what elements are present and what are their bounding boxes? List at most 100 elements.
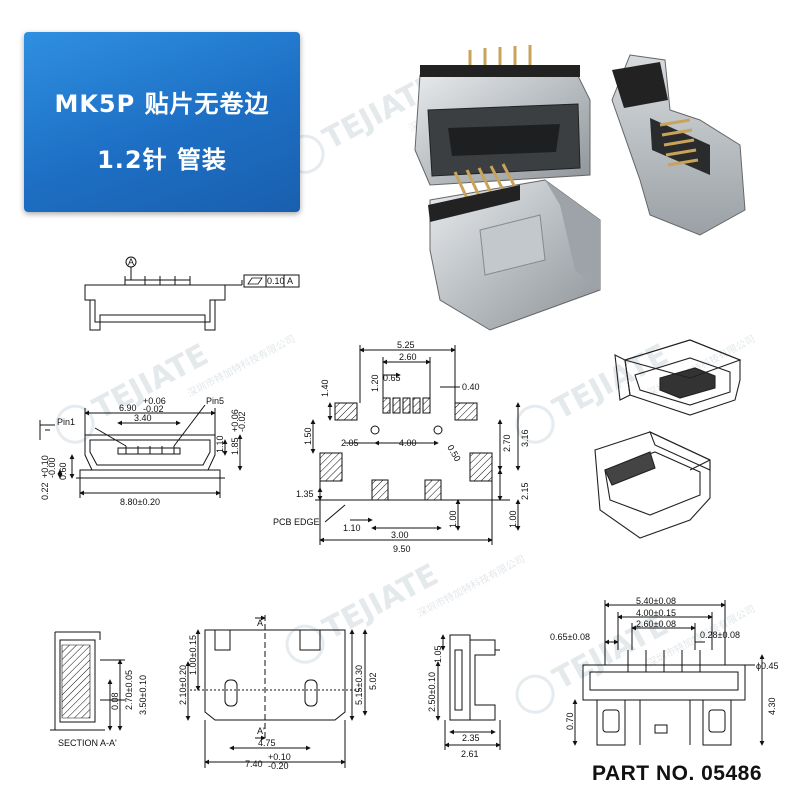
banner-title: MK5P 贴片无卷边 — [54, 90, 270, 118]
bot-dim-740-tol-lower: -0.20 — [268, 761, 289, 771]
side-view: 2.35 2.61 — [435, 634, 501, 759]
dim-880: 8.80±0.20 — [120, 497, 160, 507]
rear-dim-028: 0.28±0.08 — [700, 630, 740, 640]
side-view-vertical-labels: 1.05 2.50±0.10 — [427, 645, 443, 712]
dim-690-tol-lower: -0.02 — [143, 404, 164, 414]
pin5-label: Pin5 — [206, 396, 224, 406]
pad-signal-3 — [402, 397, 411, 414]
pcb-dim-300: 3.00 — [391, 530, 409, 540]
pcb-dim-205: 2.05 — [341, 438, 359, 448]
bottom-view-vertical-labels: 2.10±0.20 1.00±0.15 5.15±0.30 5.02 — [178, 635, 378, 705]
sec-dim-350: 3.50±0.10 — [138, 675, 148, 715]
pcb-dim-400: 4.00 — [399, 438, 417, 448]
dim-340: 3.40 — [134, 413, 152, 423]
rear-view: 5.40±0.08 4.00±0.15 2.60±0.08 0.65±0.08 … — [550, 596, 779, 746]
rear-dim-065: 0.65±0.08 — [550, 632, 590, 642]
pcb-dim-110: 1.10 — [343, 523, 361, 533]
pcb-dim-525: 5.25 — [397, 340, 415, 350]
pcb-dim-150: 1.50 — [303, 427, 313, 445]
flatness-datum: A — [287, 276, 293, 286]
pcb-dim-040: 0.40 — [462, 382, 480, 392]
dim-022-tol-upper: +0.10 — [40, 455, 50, 478]
bot-dim-502: 5.02 — [368, 672, 378, 690]
pad-signal-1 — [382, 397, 391, 414]
bot-dim-475: 4.75 — [258, 738, 276, 748]
connector-photo-front — [414, 45, 591, 186]
section-vertical-labels: 2.70±0.05 0.08 3.50±0.10 — [110, 670, 148, 715]
rear-dim-400: 4.00±0.15 — [636, 608, 676, 618]
locating-hole-right — [433, 425, 443, 435]
pad-left-top — [334, 402, 358, 421]
pcb-dim-270: 2.70 — [502, 434, 512, 452]
pcb-edge-label: PCB EDGE — [273, 517, 320, 527]
pcb-dim-100a: 1.00 — [448, 510, 458, 528]
flatness-value: 0.10 — [267, 276, 285, 286]
rear-dim-540: 5.40±0.08 — [636, 596, 676, 606]
dim-185: 1.85 — [230, 437, 240, 455]
side-dim-105: 1.05 — [433, 645, 443, 663]
pad-right-mid — [469, 452, 493, 482]
side-dim-250: 2.50±0.10 — [427, 672, 437, 712]
side-dim-235: 2.35 — [462, 733, 480, 743]
part-number: PART NO. 05486 — [592, 762, 763, 785]
pad-right-top — [454, 402, 478, 421]
section-title: SECTION A-A' — [58, 738, 117, 748]
connector-photo-side — [611, 54, 746, 236]
sec-dim-100-015: 1.00±0.15 — [188, 635, 198, 675]
pcb-layout-vertical-labels: 1.40 1.20 1.50 0.50 2.70 3.16 2.15 1.00 … — [303, 374, 530, 528]
cut-mark-a: A — [257, 618, 263, 628]
pcb-dim-950: 9.50 — [393, 544, 411, 554]
pcb-dim-050: 0.50 — [445, 443, 462, 463]
pad-left-bottom — [371, 479, 389, 501]
pcb-dim-316: 3.16 — [520, 429, 530, 447]
section-view: SECTION A-A' — [50, 631, 125, 748]
dim-060: 0.60 — [58, 462, 68, 480]
side-dim-261: 2.61 — [461, 749, 479, 759]
pad-signal-4 — [412, 397, 421, 414]
banner-subtitle: 1.2针 管装 — [97, 146, 227, 174]
bot-dim-740-tol-upper: +0.10 — [268, 752, 291, 762]
pad-signal-5 — [422, 397, 431, 414]
rear-dim-260: 2.60±0.08 — [636, 619, 676, 629]
pcb-layout: 5.25 2.60 0.65 0.40 2.05 4.00 1.35 PCB E… — [273, 340, 521, 554]
dim-185-tol-lower: -0.02 — [237, 411, 247, 432]
sec-dim-270: 2.70±0.05 — [124, 670, 134, 710]
bot-dim-515: 5.15±0.30 — [354, 665, 364, 705]
pin1-label: Pin1 — [57, 417, 75, 427]
pcb-dim-140: 1.40 — [320, 379, 330, 397]
front-view: Pin1 Pin5 6.90 +0.06 -0.02 3.40 8.80±0.2… — [39, 396, 243, 507]
rear-dim-070: 0.70 — [565, 712, 575, 730]
iso-drawing-bottom — [594, 430, 711, 539]
pad-right-bottom — [424, 479, 442, 501]
dim-185-tol-upper: +0.06 — [230, 409, 240, 432]
dim-022: 0.22 — [40, 482, 50, 500]
title-banner: MK5P 贴片无卷边 1.2针 管装 — [24, 32, 300, 212]
rear-dim-430: 4.30 — [767, 697, 777, 715]
locating-hole-left — [370, 425, 380, 435]
dim-110: 1.10 — [215, 435, 225, 453]
pad-left-mid — [319, 452, 343, 482]
iso-drawing-top — [614, 339, 742, 416]
dim-690: 6.90 — [119, 403, 137, 413]
pcb-dim-135: 1.35 — [296, 489, 314, 499]
bottom-view: A A' 4.75 7.40 +0.10 -0.20 — [185, 615, 368, 771]
connector-photo-angled — [428, 163, 601, 331]
pcb-dim-215: 2.15 — [520, 482, 530, 500]
pcb-dim-065: 0.65 — [383, 373, 401, 383]
front-view-vertical-labels: 1.10 1.85 +0.06 -0.02 0.22 +0.10 -0.00 0… — [40, 409, 247, 500]
pcb-dim-120: 1.20 — [370, 374, 380, 392]
sec-dim-210: 2.10±0.20 — [178, 665, 188, 705]
pcb-dim-260: 2.60 — [399, 352, 417, 362]
sec-dim-008: 0.08 — [110, 692, 120, 710]
front-profile-view: A 0.10 A — [84, 256, 300, 331]
dim-022-tol-lower: -0.00 — [47, 457, 57, 478]
pcb-dim-100b: 1.00 — [508, 510, 518, 528]
rear-view-vertical-labels: 0.70 4.30 — [565, 697, 777, 730]
bot-dim-740: 7.40 — [245, 759, 263, 769]
dim-690-tol-upper: +0.06 — [143, 396, 166, 406]
cut-mark-a2: A' — [257, 726, 265, 736]
datum-a-label: A — [128, 257, 134, 267]
pad-signal-2 — [392, 397, 401, 414]
rear-dim-045: ϕ0.45 — [756, 661, 779, 671]
